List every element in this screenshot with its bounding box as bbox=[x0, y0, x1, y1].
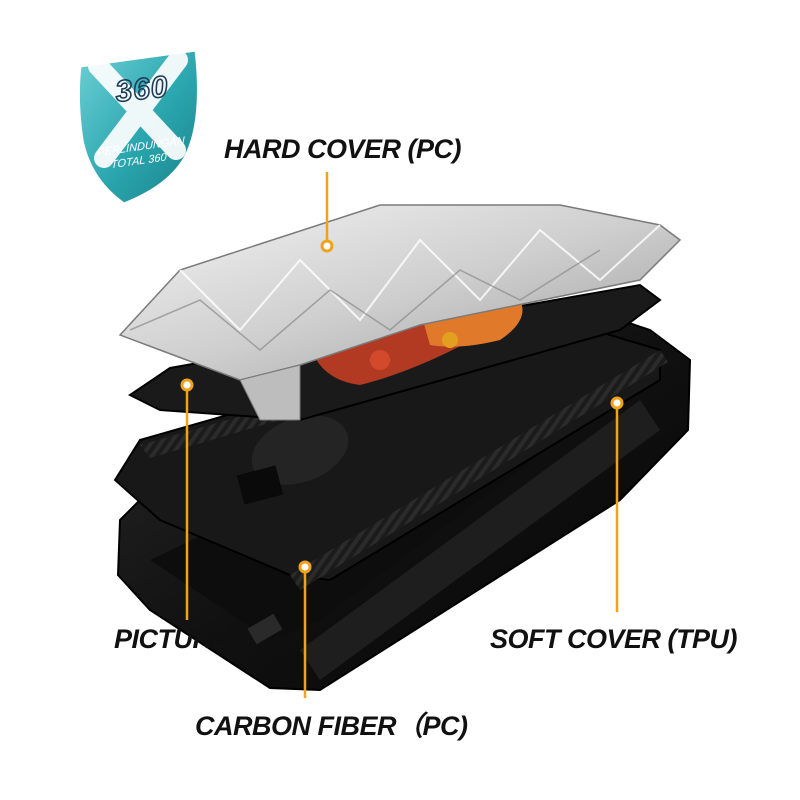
hard-cover-pc bbox=[118, 204, 682, 421]
label-carbon-fiber: CARBON FIBER（PC) bbox=[195, 711, 468, 741]
label-hard-cover: HARD COVER (PC) bbox=[224, 134, 462, 164]
protection-badge bbox=[76, 48, 200, 206]
label-picture: PICTURE bbox=[114, 624, 230, 654]
label-soft-cover: SOFT COVER (TPU) bbox=[490, 624, 738, 654]
callout-dots bbox=[180, 239, 624, 574]
callout-lines bbox=[185, 172, 619, 698]
